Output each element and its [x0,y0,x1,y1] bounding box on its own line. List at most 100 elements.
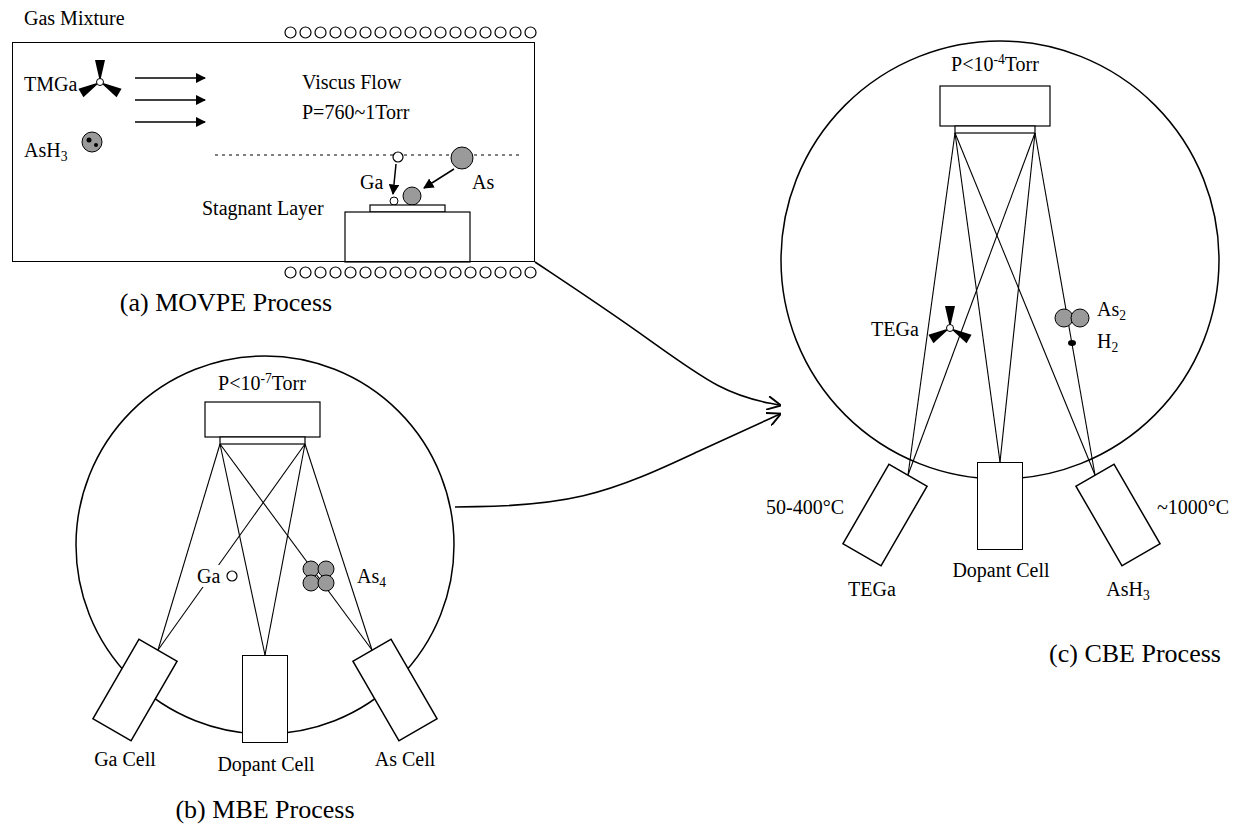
cell-outline [843,464,927,566]
arsine-molecule [82,132,102,152]
text-part: P<10 [951,53,993,75]
effusion-cell: Ga Cell [93,639,177,741]
substrate [955,126,1035,133]
subscript: 3 [61,149,68,164]
tmga-molecule [78,60,121,97]
text-holder: TMGa [23,73,78,95]
as-atom [451,147,473,169]
gas-cracker-cell: ~1000°CAsH3 [1076,464,1160,566]
boundary-layer-line [215,154,520,155]
process-label: AsH3 [23,139,68,161]
panel-caption: (c) CBE Process [1048,639,1222,668]
text-holder: P=760~1Torr [301,101,410,123]
cell-body [353,639,437,741]
process-label: TMGa [23,73,78,95]
process-label: Ga Cell [93,748,157,770]
as-atom [403,187,421,205]
text-holder: TEGa [847,578,897,600]
panel-caption: (a) MOVPE Process [119,288,333,317]
ga-atom [393,152,403,162]
susceptor [345,212,470,262]
text-part: AsH [24,139,61,161]
effusion-cell: Dopant Cell [977,462,1023,550]
cell-body [93,639,177,741]
gas-source-cell: 50-400°CTEGa [843,464,927,566]
process-label: AsH3 [1105,578,1150,600]
text-part: As [357,565,379,587]
text-holder: Ga Cell [93,748,157,770]
process-label: ~1000°C [1156,496,1230,518]
process-label: Dopant Cell [951,559,1050,581]
text-part: As [1097,298,1119,320]
process-label: As [471,171,495,193]
panel-caption: (b) MBE Process [174,795,355,824]
text-holder: 50-400°C [765,496,845,518]
text-holder: P<10-7Torr [217,372,307,394]
process-label: P<10-7Torr [217,372,307,394]
h2-molecule [1068,340,1076,346]
heater-coils [283,265,538,280]
text-holder: ~1000°C [1156,496,1230,518]
text-holder: AsH3 [1105,578,1150,600]
as4-molecule [303,561,334,591]
text-holder: (c) CBE Process [1048,640,1222,669]
text-holder: (a) MOVPE Process [119,289,333,318]
text-part: Torr [272,372,306,394]
tega-molecule [928,306,971,343]
process-label: P<10-4Torr [950,53,1040,75]
effusion-cell: As Cell [353,639,437,741]
substrate [370,205,445,212]
process-label: As2 [1096,298,1127,320]
heater-coils [283,25,538,40]
process-label: Stagnant Layer [201,197,325,219]
substrate-holder [205,402,320,437]
text-holder: Viscus Flow [301,71,402,93]
process-label: Viscus Flow [301,71,402,93]
chamber-wall [781,41,1219,479]
text-holder: As Cell [374,748,437,770]
process-label: Gas Mixture [23,7,126,29]
text-holder: Stagnant Layer [201,197,325,219]
as2-molecule [1055,309,1089,327]
text-holder: H2 [1096,330,1119,352]
cell-outline [353,639,437,741]
substrate-holder [940,86,1050,126]
superscript: -4 [993,52,1004,67]
superscript: -7 [260,371,271,386]
text-holder: As4 [356,565,387,587]
flow-arrows [135,78,205,122]
cell-body [843,464,927,566]
transition-arrow [455,414,780,507]
chamber-outline [780,40,1220,480]
text-holder: As2 [1096,298,1127,320]
cell-body [1076,464,1160,566]
process-label: P=760~1Torr [301,101,410,123]
process-label: Dopant Cell [216,753,315,775]
effusion-cell: Dopant Cell [242,655,288,743]
process-label: TEGa [870,318,920,340]
text-part: Torr [1005,53,1039,75]
process-label: Ga [359,171,384,193]
text-part: AsH [1106,578,1143,600]
cell-outline [1076,464,1160,566]
diffusion-arrow [424,169,454,188]
process-label: 50-400°C [765,496,845,518]
text-holder: P<10-4Torr [950,53,1040,75]
text-part: P<10 [218,372,260,394]
reactor-chamber: Gas MixtureTMGaAsH3Viscus FlowP=760~1Tor… [12,42,535,262]
text-holder: TEGa [870,318,920,340]
subscript: 4 [379,575,386,590]
text-holder: Gas Mixture [23,7,126,29]
text-holder: As [471,171,495,193]
text-holder: AsH3 [23,139,68,161]
text-holder: (b) MBE Process [174,796,355,825]
diffusion-arrow [393,164,396,194]
transition-arrow [535,262,780,405]
cell-outline [93,639,177,741]
process-label: TEGa [847,578,897,600]
subscript: 2 [1119,308,1126,323]
process-label: H2 [1096,330,1119,352]
